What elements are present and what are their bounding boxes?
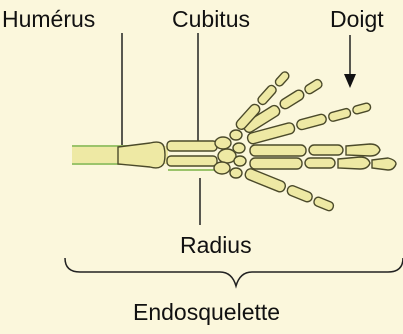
label-humerus: Humérus xyxy=(2,6,95,32)
label-endosquelette: Endosquelette xyxy=(133,299,280,325)
label-doigt: Doigt xyxy=(330,6,384,32)
finger-bones xyxy=(234,70,396,213)
label-radius: Radius xyxy=(180,232,252,258)
carpal-bones xyxy=(214,130,246,178)
humerus-bone xyxy=(72,142,168,168)
forearm-bones xyxy=(167,141,217,170)
arrow-doigt xyxy=(344,35,356,88)
endoskeleton-brace xyxy=(65,258,403,286)
label-cubitus: Cubitus xyxy=(172,6,250,32)
